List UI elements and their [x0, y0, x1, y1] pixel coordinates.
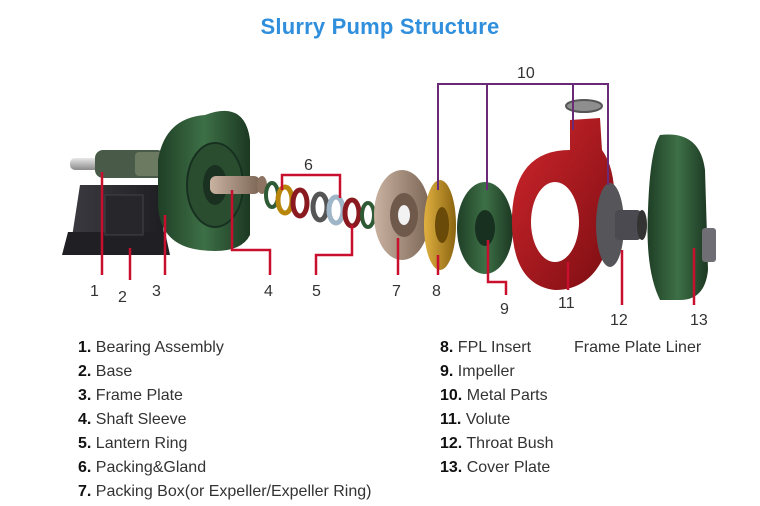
packing-box-part: [374, 170, 430, 260]
legend-item: 6. Packing&Gland: [78, 459, 207, 476]
bearing-assembly-part: [70, 150, 180, 178]
callout-10: 10: [517, 65, 535, 82]
fpl-insert-part: [424, 180, 456, 270]
packing-rings-part: [264, 181, 376, 229]
legend-item: 2. Base: [78, 363, 133, 380]
callout-2: 2: [118, 289, 127, 306]
impeller-part: [457, 182, 513, 274]
legend-right: 8. FPL Insert 9. Impeller 10. Metal Part…: [440, 336, 554, 480]
legend-item: 8. FPL Insert: [440, 339, 532, 356]
legend-left: 1. Bearing Assembly 2. Base 3. Frame Pla…: [78, 336, 371, 504]
throat-bush-part: [596, 183, 647, 267]
callout-1: 1: [90, 283, 99, 300]
legend-item: 12. Throat Bush: [440, 435, 554, 452]
callout-6: 6: [304, 157, 313, 174]
callout-11: 11: [558, 295, 575, 312]
legend-item: 4. Shaft Sleeve: [78, 411, 187, 428]
callout-3: 3: [152, 283, 161, 300]
shaft-sleeve-part: [210, 176, 267, 194]
legend-item: 5. Lantern Ring: [78, 435, 188, 452]
legend-item: 3. Frame Plate: [78, 387, 183, 404]
legend-item: 1. Bearing Assembly: [78, 339, 224, 356]
legend-item: 11. Volute: [440, 411, 511, 428]
callout-4: 4: [264, 283, 273, 300]
legend-item: 7. Packing Box(or Expeller/Expeller Ring…: [78, 483, 372, 500]
callout-5: 5: [312, 283, 321, 300]
legend-item: 10. Metal Parts: [440, 387, 548, 404]
callout-12: 12: [610, 312, 628, 329]
base-part: [62, 185, 170, 255]
callout-9: 9: [500, 301, 509, 318]
legend-item: 13. Cover Plate: [440, 459, 551, 476]
exploded-pump-diagram: 10 6 1 2 3 4 5 7 8 9 11 12 13: [62, 65, 716, 329]
bracket-6: [280, 173, 342, 198]
leader-lines: [100, 172, 696, 305]
volute-part: [511, 99, 615, 290]
callout-7: 7: [392, 283, 401, 300]
page-title: Slurry Pump Structure: [260, 14, 500, 39]
bracket-10: [437, 83, 609, 190]
callout-8: 8: [432, 283, 441, 300]
frame-plate-liner-label: Frame Plate Liner: [574, 339, 702, 356]
callout-13: 13: [690, 312, 708, 329]
legend-item: 9. Impeller: [440, 363, 515, 380]
cover-plate-part: [647, 134, 716, 300]
